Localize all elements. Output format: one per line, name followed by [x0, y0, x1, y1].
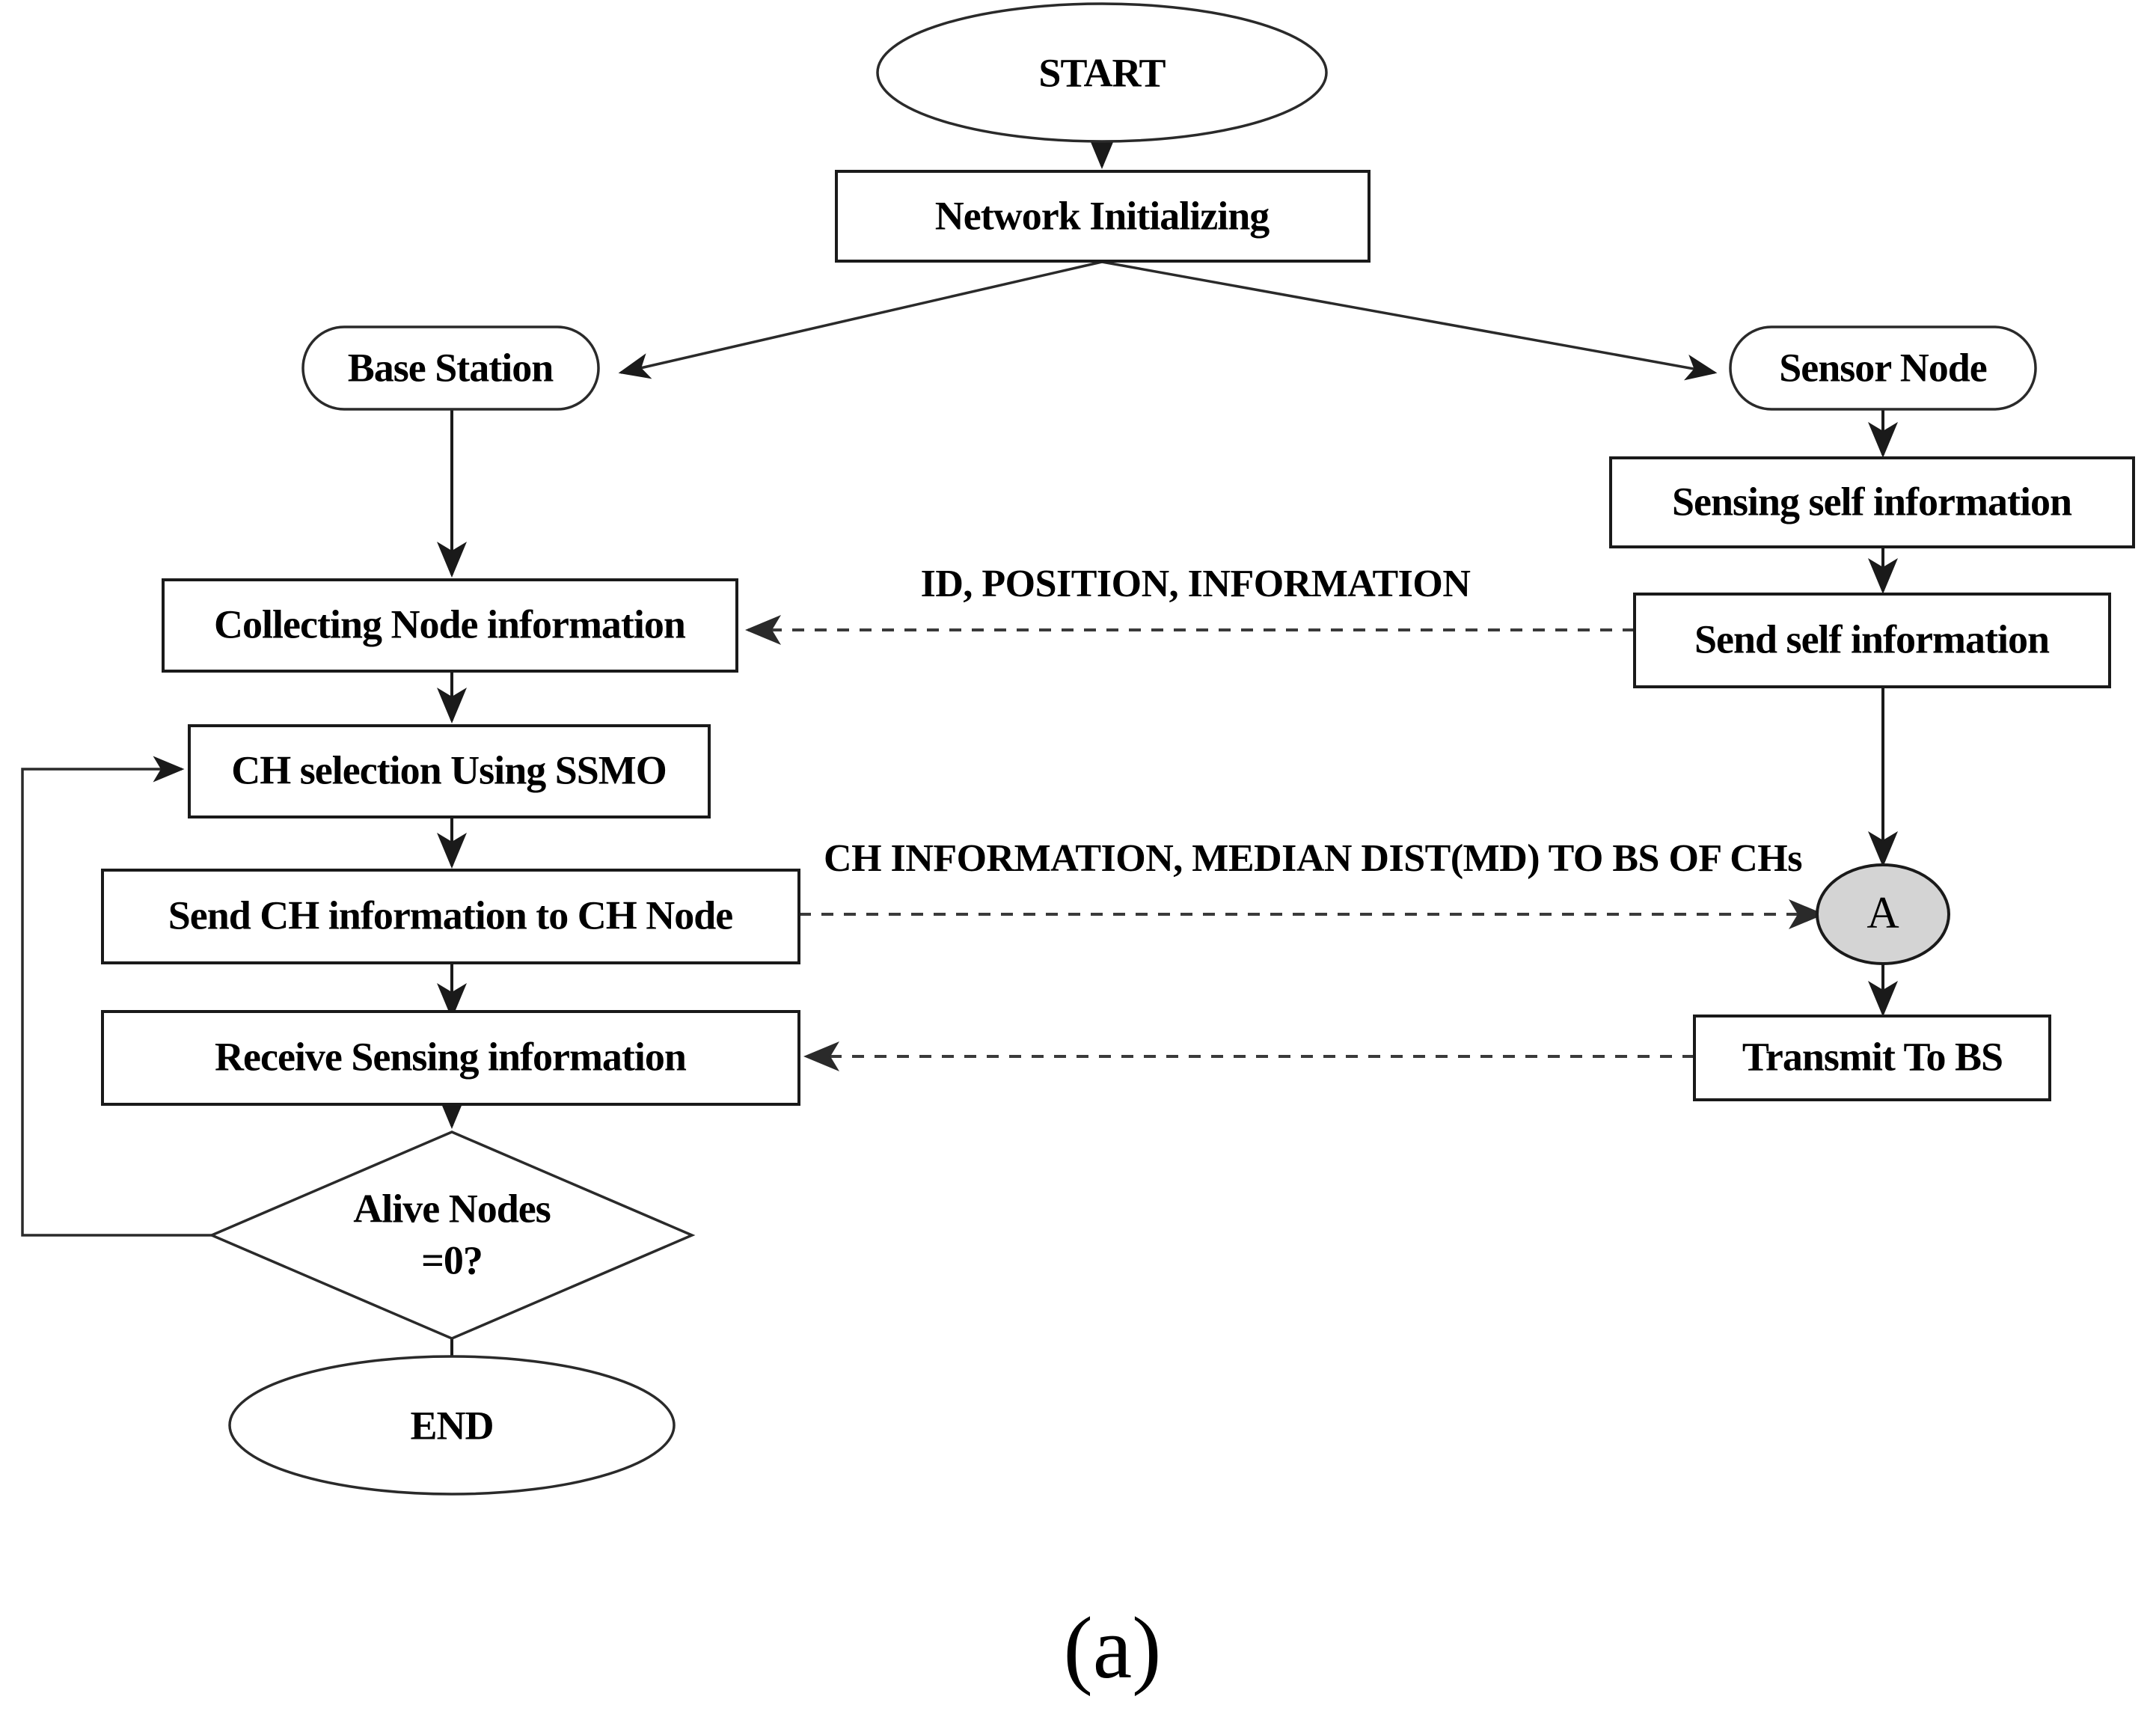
node-send-ch-info[interactable]: Send CH information to CH Node [101, 869, 800, 964]
send-self-info-box [1633, 593, 2111, 688]
node-network-init[interactable]: Network Initializing [835, 170, 1371, 263]
end-label: END [410, 1403, 493, 1448]
node-end[interactable]: END [228, 1355, 676, 1496]
collecting-node-info-label: Collecting Node information [214, 602, 686, 646]
connector-a-label: A [1866, 888, 1899, 937]
send-self-info-label: Send self information [1694, 616, 2050, 661]
network-init-box [835, 170, 1371, 263]
node-send-self-info[interactable]: Send self information [1633, 593, 2111, 688]
edge-network-init-to-sensor-node [1101, 260, 1718, 381]
node-alive-nodes-decision[interactable]: Alive Nodes =0? [208, 1130, 696, 1340]
figure-caption: (a) [1064, 1599, 1162, 1697]
edge-label-ch-information-median-dist: CH INFORMATION, MEDIAN DIST(MD) TO BS OF… [824, 837, 1802, 880]
alive-nodes-label-line1: Alive Nodes [353, 1186, 550, 1231]
collecting-node-info-box [162, 578, 738, 673]
ch-selection-box [188, 724, 711, 818]
node-transmit-to-bs[interactable]: Transmit To BS [1693, 1015, 2051, 1101]
sensor-node-label: Sensor Node [1779, 345, 1987, 390]
node-receive-sensing-info[interactable]: Receive Sensing information [101, 1010, 800, 1106]
node-sensor-node[interactable]: Sensor Node [1729, 325, 2037, 411]
edge-alive-nodes-feedback-to-ch-selection [21, 756, 212, 1237]
sensing-self-info-box [1609, 456, 2135, 548]
node-start[interactable]: START [876, 2, 1328, 143]
send-ch-info-label: Send CH information to CH Node [168, 893, 733, 937]
node-ch-selection[interactable]: CH selection Using SSMO [188, 724, 711, 818]
sensing-self-info-label: Sensing self information [1672, 479, 2072, 524]
ch-selection-label: CH selection Using SSMO [231, 747, 667, 792]
base-station-label: Base Station [348, 345, 554, 390]
transmit-to-bs-label: Transmit To BS [1742, 1034, 2003, 1079]
start-ellipse [876, 2, 1328, 143]
end-ellipse [228, 1355, 676, 1496]
node-base-station[interactable]: Base Station [301, 325, 600, 411]
send-ch-info-box [101, 869, 800, 964]
node-connector-a[interactable]: A [1816, 863, 1950, 965]
receive-sensing-info-label: Receive Sensing information [215, 1034, 687, 1079]
node-sensing-self-info[interactable]: Sensing self information [1609, 456, 2135, 548]
alive-nodes-label-line2: =0? [421, 1237, 483, 1282]
edge-network-init-to-base-station [618, 260, 1103, 379]
transmit-to-bs-box [1693, 1015, 2051, 1101]
node-collecting-node-info[interactable]: Collecting Node information [162, 578, 738, 673]
receive-sensing-info-box [101, 1010, 800, 1106]
edge-label-id-position-information: ID, POSITION, INFORMATION [921, 563, 1471, 605]
connector-a-ellipse [1816, 863, 1950, 965]
sensor-node-stadium [1729, 325, 2037, 411]
start-label: START [1038, 50, 1166, 95]
base-station-stadium [301, 325, 600, 411]
alive-nodes-diamond [208, 1130, 696, 1340]
network-init-label: Network Initializing [935, 193, 1270, 238]
